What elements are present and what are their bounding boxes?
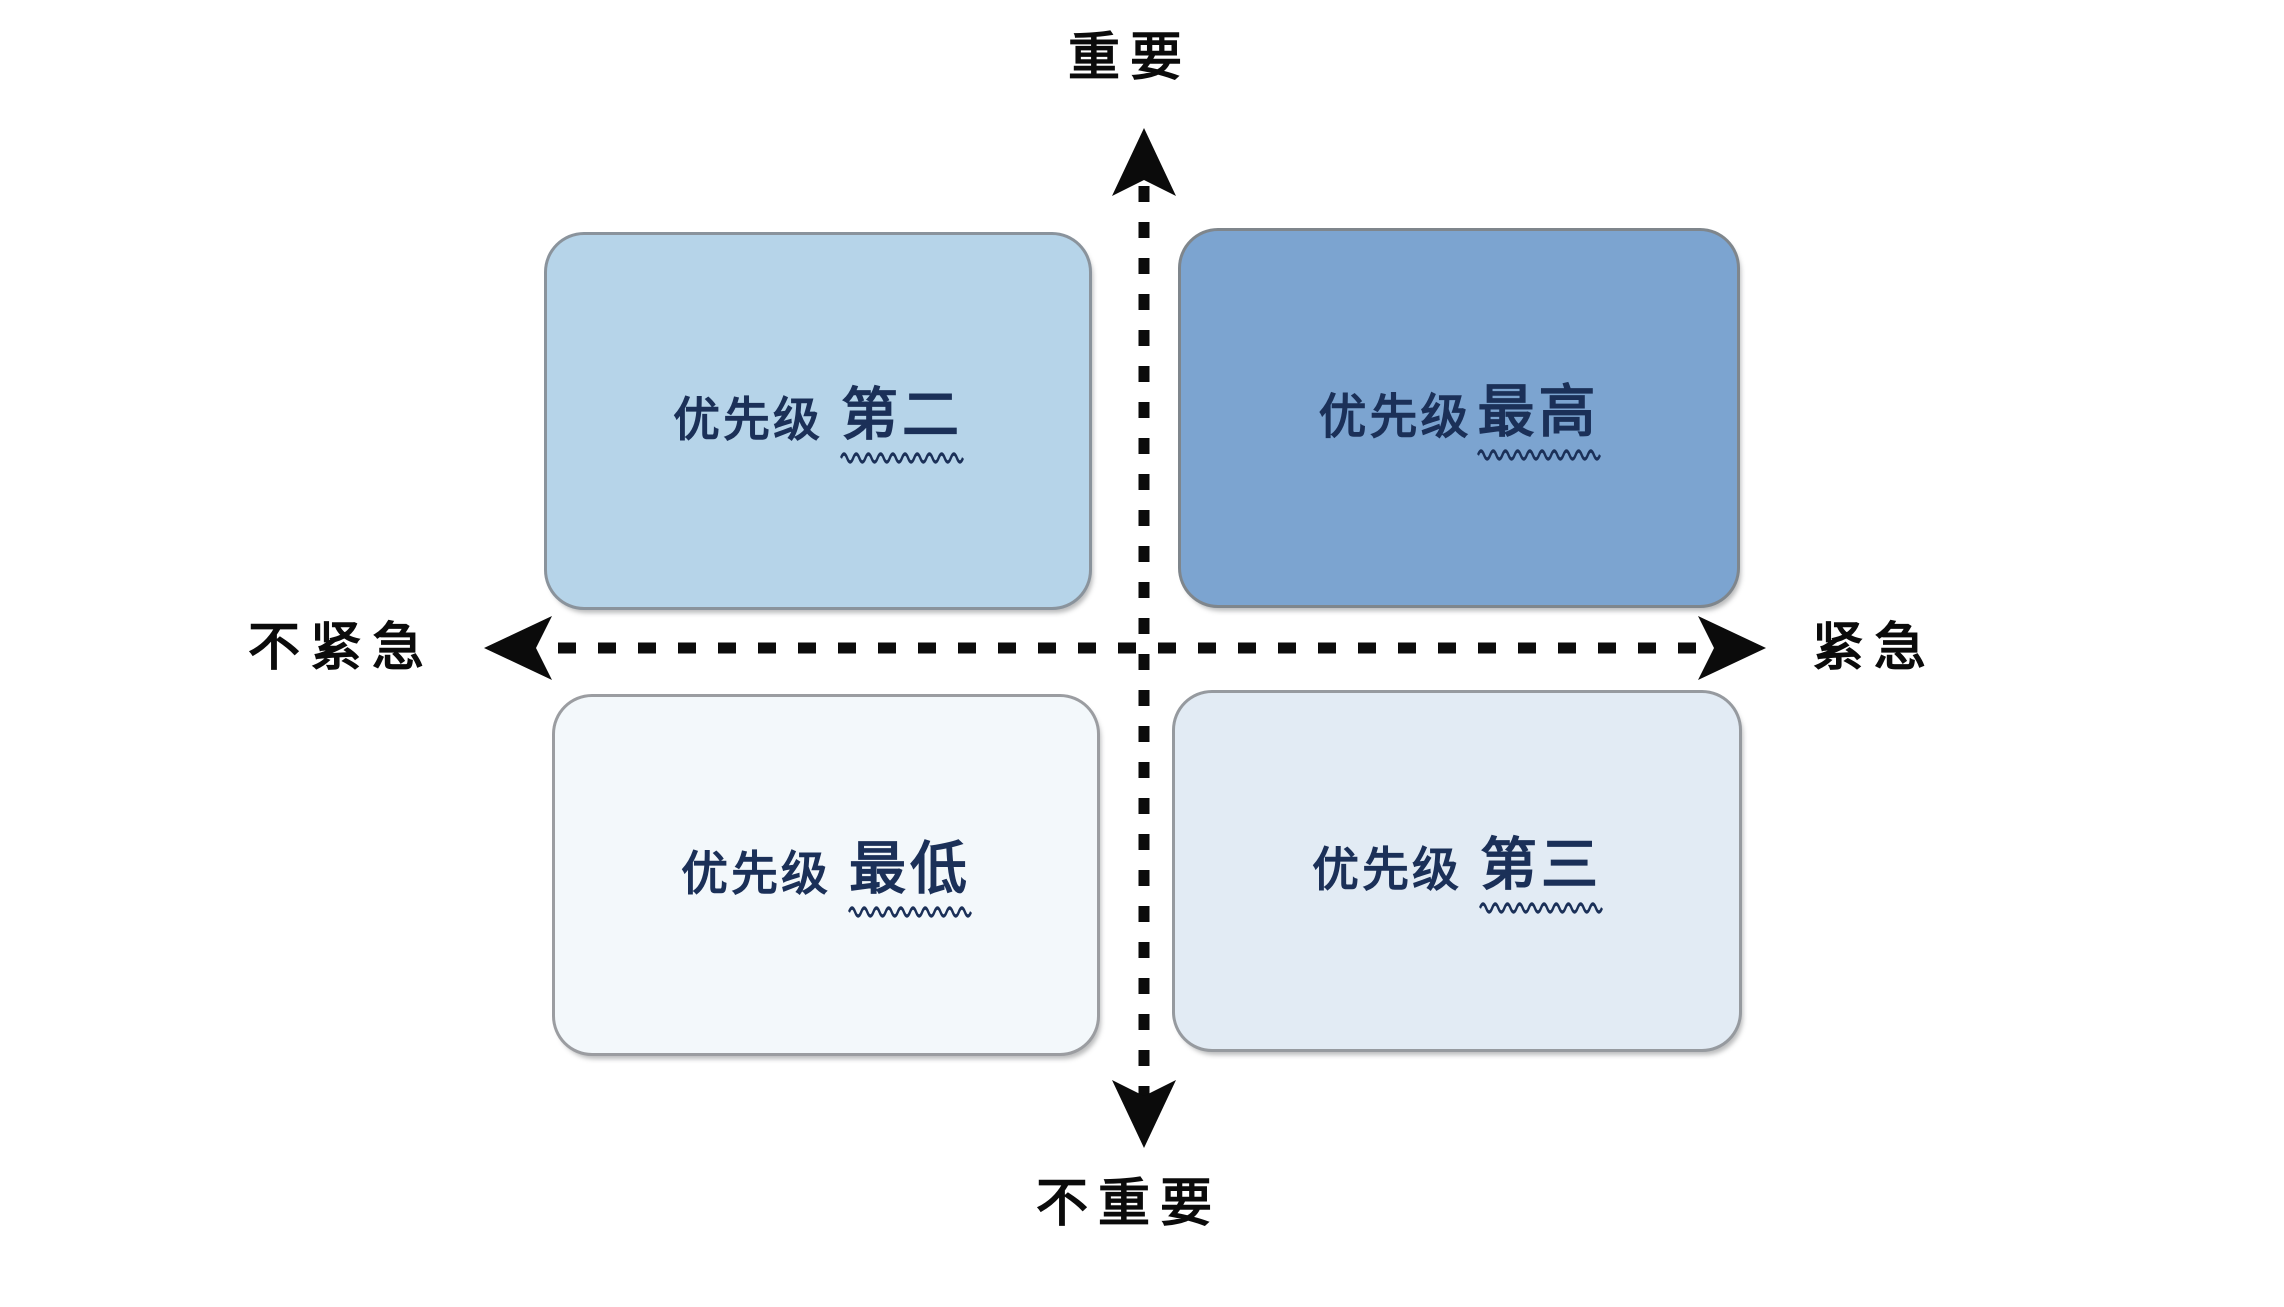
up-arrow-head: [1112, 128, 1176, 196]
wavy-underline-icon: [848, 905, 972, 918]
left-arrow-head: [484, 616, 552, 680]
quadrant-emphasis-wrap: 第二: [840, 381, 964, 464]
quadrant-prefix-text: 优先级: [1312, 842, 1462, 898]
quadrant-label: 优先级 第三: [1312, 831, 1603, 914]
quadrant-emphasis-wrap: 最低: [848, 835, 972, 918]
quadrant-emphasis-text: 最低: [849, 835, 971, 902]
quadrant-emphasis-text: 最高: [1477, 378, 1600, 445]
axis-label-urgent: 紧急: [1812, 618, 1937, 678]
axis-label-important: 重要: [1068, 28, 1193, 88]
quadrant-label: 优先级 第二: [673, 381, 964, 464]
quadrant-emphasis-wrap: 最高: [1476, 378, 1601, 461]
wavy-underline-icon: [840, 451, 964, 464]
quadrant-label: 优先级 最高: [1318, 378, 1601, 461]
quadrant-label: 优先级 最低: [681, 835, 972, 918]
wavy-underline-icon: [1476, 448, 1601, 461]
quadrant-prefix-text: 优先级: [1318, 388, 1472, 445]
quadrant-emphasis-wrap: 第三: [1479, 831, 1603, 914]
right-arrow-head: [1698, 616, 1766, 680]
axis-label-not-important: 不重要: [1036, 1174, 1223, 1234]
quadrant-prefix-text: 优先级: [681, 846, 831, 902]
axis-label-not-urgent: 不紧急: [248, 618, 435, 678]
quadrant-not-important-urgent[interactable]: 优先级 第三: [1172, 690, 1742, 1052]
wavy-underline-icon: [1479, 901, 1603, 914]
quadrant-important-urgent[interactable]: 优先级 最高: [1178, 228, 1740, 608]
quadrant-important-not-urgent[interactable]: 优先级 第二: [544, 232, 1092, 610]
quadrant-emphasis-text: 第二: [841, 381, 963, 448]
quadrant-emphasis-text: 第三: [1480, 831, 1602, 898]
quadrant-not-important-not-urgent[interactable]: 优先级 最低: [552, 694, 1100, 1056]
down-arrow-head: [1112, 1080, 1176, 1148]
quadrant-prefix-text: 优先级: [673, 392, 823, 448]
